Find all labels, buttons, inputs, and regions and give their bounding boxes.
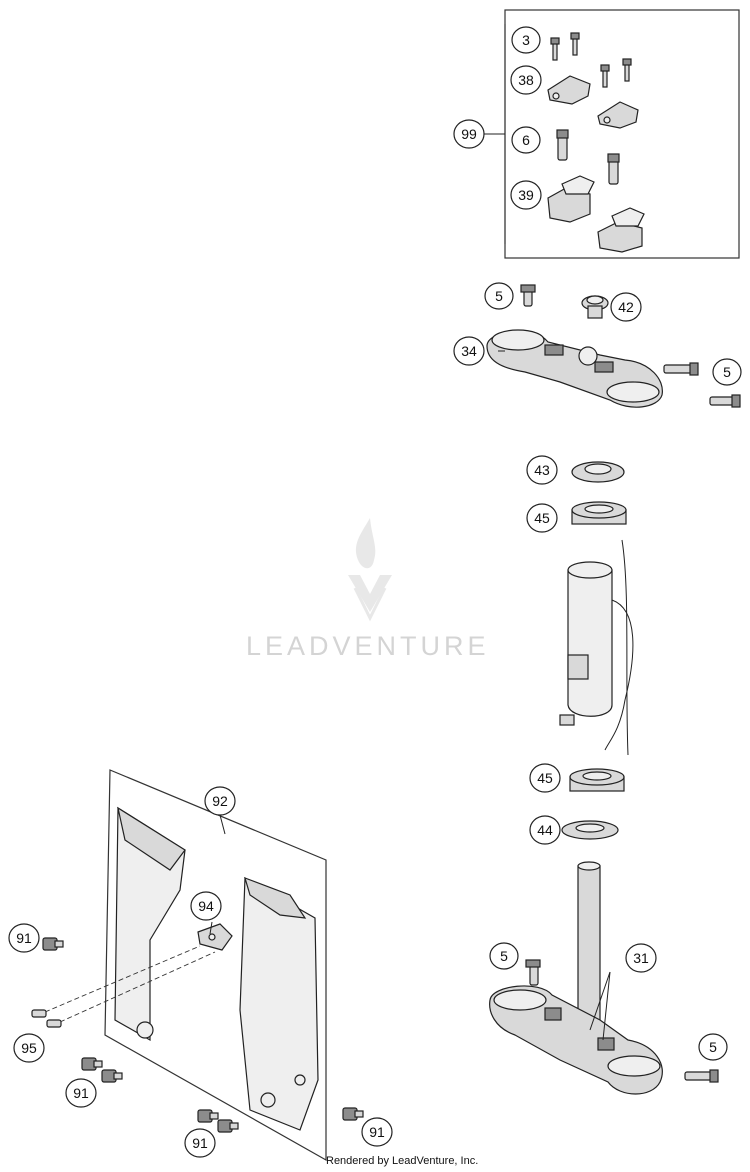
callout-92: 92: [204, 786, 236, 816]
callout-94: 94: [190, 891, 222, 921]
kit-99-box: [484, 9, 740, 259]
callout-circle: [361, 1117, 393, 1147]
bearing-45-lower: [569, 768, 625, 792]
callout-circle: [529, 815, 561, 845]
callout-circle: [698, 1033, 728, 1061]
handlebar-clamp-38: [547, 75, 639, 129]
callout-95: 95: [13, 1033, 45, 1063]
guard-screws-95: [31, 945, 216, 1028]
callout-91: 91: [184, 1128, 216, 1158]
leadventure-watermark: LEADVENTURE: [246, 518, 490, 661]
callout-number: 3: [522, 32, 530, 48]
clamp-bolt-5-lower-side: [684, 1069, 719, 1083]
lower-triple-clamp-31: [489, 861, 663, 1095]
callout-number: 31: [633, 950, 649, 966]
screw-6-set: [556, 129, 620, 185]
callout-45: 45: [526, 503, 558, 533]
callout-5: 5: [489, 942, 519, 970]
callout-number: 45: [534, 510, 550, 526]
callout-circle: [526, 455, 558, 485]
callout-number: 39: [518, 187, 534, 203]
callout-number: 6: [522, 132, 530, 148]
callout-number: 95: [21, 1040, 37, 1056]
callout-43: 43: [526, 455, 558, 485]
fastener-91-set: [42, 937, 364, 1133]
callout-number: 91: [192, 1135, 208, 1151]
callout-number: 99: [461, 126, 477, 142]
render-credit: Rendered by LeadVenture, Inc.: [326, 1155, 479, 1167]
callout-number: 5: [723, 364, 731, 380]
callout-number: 91: [16, 930, 32, 946]
fork-guard-kit-92-panel: [104, 769, 327, 1162]
callout-circle: [13, 1033, 45, 1063]
callout-38: 38: [510, 65, 542, 95]
callout-circle: [712, 358, 742, 386]
callout-circle: [625, 943, 657, 973]
seal-ring-44: [561, 820, 619, 840]
guard-clamp-94: [197, 923, 233, 951]
callout-circle: [610, 292, 642, 322]
callout-circle: [526, 503, 558, 533]
callout-circle: [511, 26, 541, 54]
callout-5: 5: [484, 282, 514, 310]
callout-circle: [65, 1078, 97, 1108]
callout-circle: [510, 180, 542, 210]
callout-circle: [484, 282, 514, 310]
clamp-bolt-5-lower: [525, 959, 541, 986]
callout-circle: [453, 119, 485, 149]
callout-45: 45: [529, 763, 561, 793]
callout-number: 38: [518, 72, 534, 88]
callout-5: 5: [712, 358, 742, 386]
callout-number: 5: [495, 288, 503, 304]
callout-circle: [510, 65, 542, 95]
callout-labels: 3 38 99 6 39 5 42 34 5 43 45 45 44 92 94 91 95 91 91 91 5 31 5: [8, 26, 742, 1158]
watermark-brand: LEADVENTURE: [246, 631, 490, 661]
clamp-bolt-5-top: [520, 284, 536, 307]
upper-triple-clamp-34: [486, 329, 663, 408]
callout-circle: [529, 763, 561, 793]
callout-5: 5: [698, 1033, 728, 1061]
callout-34: 34: [453, 336, 485, 366]
callout-39: 39: [510, 180, 542, 210]
callout-circle: [190, 891, 222, 921]
callout-circle: [184, 1128, 216, 1158]
callout-91: 91: [361, 1117, 393, 1147]
callout-6: 6: [511, 126, 541, 154]
bearing-45-upper: [571, 501, 627, 525]
handlebar-clamp-39: [547, 175, 645, 253]
callout-circle: [511, 126, 541, 154]
callout-circle: [453, 336, 485, 366]
callout-number: 91: [369, 1124, 385, 1140]
callout-3: 3: [511, 26, 541, 54]
callout-number: 92: [212, 793, 228, 809]
callout-number: 94: [198, 898, 214, 914]
callout-number: 42: [618, 299, 634, 315]
leader-lines: [209, 350, 611, 1041]
top-nut-42: [581, 295, 609, 319]
callout-42: 42: [610, 292, 642, 322]
callout-number: 34: [461, 343, 477, 359]
clamp-bolts-5-side: [663, 362, 741, 408]
callout-circle: [204, 786, 236, 816]
callout-31: 31: [625, 943, 657, 973]
callout-91: 91: [65, 1078, 97, 1108]
callout-number: 5: [709, 1039, 717, 1055]
callout-99: 99: [453, 119, 485, 149]
callout-number: 43: [534, 462, 550, 478]
dust-seal-43: [571, 461, 625, 483]
screw-3-set: [550, 32, 632, 88]
callout-44: 44: [529, 815, 561, 845]
callout-number: 5: [500, 948, 508, 964]
callout-number: 45: [537, 770, 553, 786]
callout-91: 91: [8, 923, 40, 953]
callout-circle: [489, 942, 519, 970]
callout-number: 91: [73, 1085, 89, 1101]
callout-circle: [8, 923, 40, 953]
leadventure-flame-logo: [348, 518, 392, 622]
frame-head-tube: [559, 539, 634, 756]
callout-number: 44: [537, 822, 553, 838]
